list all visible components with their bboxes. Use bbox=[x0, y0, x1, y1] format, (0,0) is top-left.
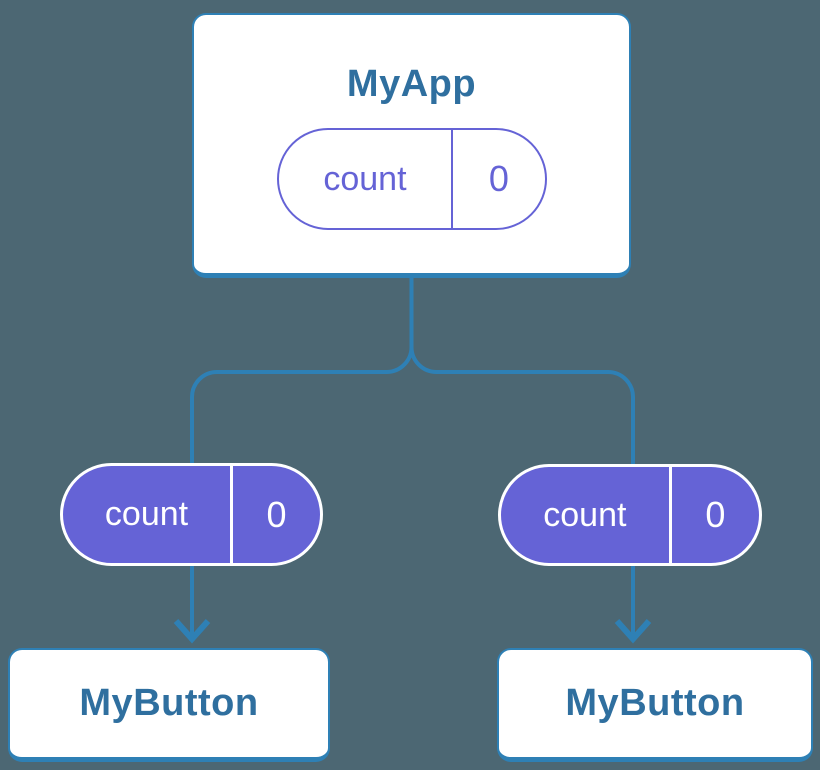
prop-pill-left: count 0 bbox=[60, 463, 323, 566]
mybutton-title: MyButton bbox=[79, 682, 259, 724]
prop-value: 0 bbox=[668, 467, 759, 563]
prop-name: count bbox=[543, 495, 627, 534]
edge-root-to-right-child bbox=[409, 278, 635, 637]
prop-value: 0 bbox=[230, 466, 320, 563]
down-arrow-icon bbox=[173, 619, 211, 644]
mybutton-node-right: MyButton bbox=[497, 648, 813, 762]
myapp-node: MyApp count 0 bbox=[192, 13, 631, 278]
prop-name: count bbox=[104, 495, 189, 533]
state-pill: count 0 bbox=[276, 128, 547, 230]
state-value: 0 bbox=[451, 130, 544, 228]
prop-pill-right: count 0 bbox=[498, 464, 762, 566]
mybutton-node-left: MyButton bbox=[8, 648, 330, 762]
state-name: count bbox=[323, 159, 407, 198]
edge-root-to-left-child bbox=[190, 278, 414, 637]
myapp-title: MyApp bbox=[346, 63, 477, 105]
mybutton-title: MyButton bbox=[565, 682, 745, 724]
down-arrow-icon bbox=[614, 619, 652, 644]
